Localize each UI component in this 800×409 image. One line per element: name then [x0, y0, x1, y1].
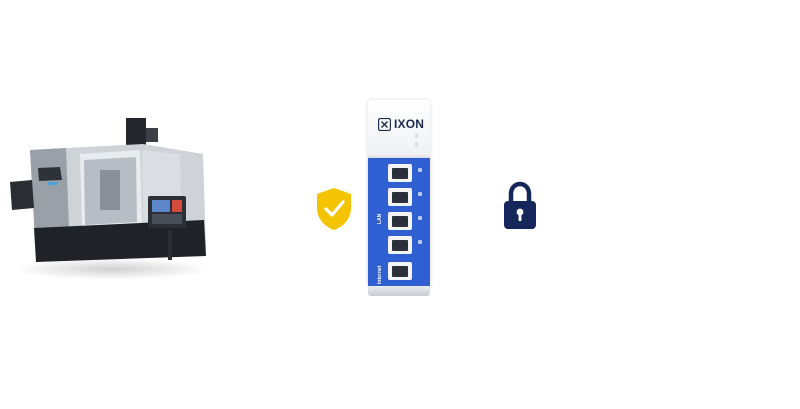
lan-port	[388, 236, 412, 254]
lan-port	[388, 188, 412, 206]
port-led	[418, 240, 422, 244]
ixon-router-device: IXON LAN Internet	[364, 100, 434, 296]
machine-shadow	[12, 258, 212, 280]
status-led	[415, 133, 418, 138]
status-led	[415, 142, 418, 147]
security-shield	[314, 186, 354, 232]
port-led	[418, 168, 422, 172]
router-brand-text: IXON	[394, 117, 425, 131]
port-led	[418, 216, 422, 220]
wan-port	[388, 262, 412, 280]
padlock-icon	[504, 181, 536, 229]
router-port-panel: LAN Internet	[368, 158, 430, 286]
security-lock	[502, 180, 538, 230]
port-led	[418, 192, 422, 196]
router-logo: IXON	[378, 117, 424, 131]
router-din-clip	[368, 286, 430, 296]
shield-check-icon	[317, 188, 351, 230]
lan-port	[388, 164, 412, 182]
cnc-machine-drawing	[10, 118, 206, 262]
ixon-logo-icon	[378, 117, 391, 131]
lan-port	[388, 212, 412, 230]
wan-label: Internet	[377, 265, 383, 284]
lan-label: LAN	[377, 213, 383, 224]
router-top-panel: IXON	[368, 100, 430, 158]
cnc-machine-image	[8, 110, 220, 280]
